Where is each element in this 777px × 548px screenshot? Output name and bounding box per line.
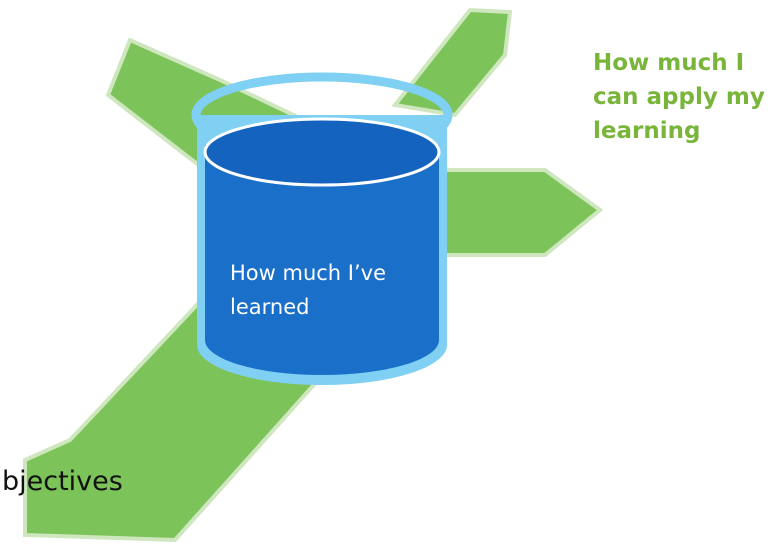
arrow-up-right xyxy=(391,7,513,118)
learned-label: How much I’ve learned xyxy=(230,256,390,324)
barrel-liquid-surface xyxy=(203,117,441,187)
apply-learning-line-1: How much I xyxy=(593,50,745,76)
objectives-text: bjectives xyxy=(2,466,123,497)
apply-learning-label: How much I can apply my learning xyxy=(593,46,773,148)
barrel-group xyxy=(191,72,453,385)
apply-learning-line-2: can apply my xyxy=(593,84,765,110)
arrow-right xyxy=(438,168,604,257)
barrel-body xyxy=(205,145,439,375)
learned-line-2: learned xyxy=(230,295,310,319)
learned-line-1: How much I’ve xyxy=(230,261,387,285)
apply-learning-line-3: learning xyxy=(593,118,701,144)
